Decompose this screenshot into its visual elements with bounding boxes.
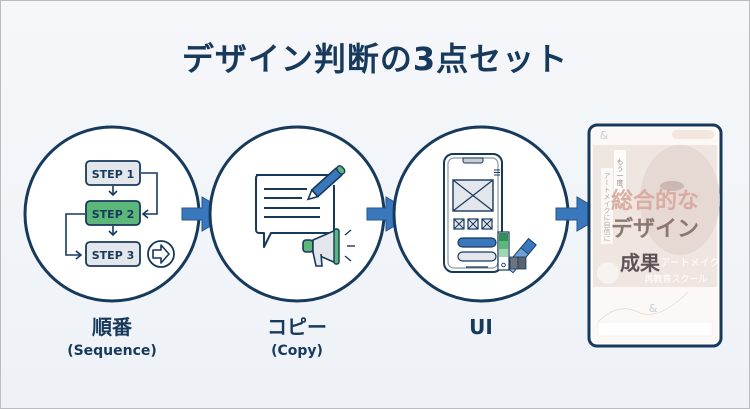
megaphone-icon [302, 228, 355, 267]
color-swatch-icon [497, 231, 537, 274]
label-copy-en: (Copy) [271, 343, 323, 359]
header-logo: & [600, 129, 609, 142]
footer-logo: & [649, 302, 658, 315]
step-ui [392, 125, 570, 303]
step-box-2-label: STEP 2 [92, 208, 135, 221]
step-sequence: STEP 1 STEP 2 STEP 3 [23, 125, 201, 303]
phone-wireframe-icon [443, 153, 503, 273]
label-copy-jp: コピー [267, 315, 327, 339]
overlay-text-line-3: 成果 [620, 251, 660, 275]
hero-subtitle-1: アートメイク [660, 257, 719, 269]
label-sequence: 順番 (Sequence) [42, 315, 182, 361]
page-title: デザイン判断の3点セット [181, 40, 569, 78]
step-copy [208, 125, 386, 303]
flowchart-icon: STEP 1 STEP 2 STEP 3 [65, 160, 175, 268]
header-cta-button [672, 130, 714, 139]
label-ui: UI [411, 315, 551, 339]
installment-badge [597, 262, 619, 284]
step-box-2 [85, 200, 141, 226]
vertical-copy-1: もう一度、 [616, 158, 624, 193]
step-box-1-label: STEP 1 [92, 168, 135, 181]
label-sequence-jp: 順番 [92, 315, 132, 339]
pen-icon [306, 165, 346, 201]
vertical-copy-2: アートメイクに自信に [603, 172, 611, 242]
overlay-text-line-1: 総合的な [611, 188, 699, 214]
overlay-text-line-2: デザイン [611, 216, 699, 242]
label-ui-jp: UI [469, 315, 493, 339]
step-box-3-label: STEP 3 [92, 249, 135, 262]
hero-subtitle-2: 再教育スクール [644, 273, 707, 285]
step-box-1 [85, 160, 141, 186]
step-box-3 [85, 241, 141, 267]
arrow-right-circle-icon [147, 240, 175, 268]
label-copy: コピー (Copy) [227, 315, 367, 361]
label-sequence-en: (Sequence) [67, 343, 157, 359]
result-phone-screenshot: & もう一度、 アートメイクに自信に 総合的な デザイン 成果 アートメイク 再… [587, 123, 723, 348]
